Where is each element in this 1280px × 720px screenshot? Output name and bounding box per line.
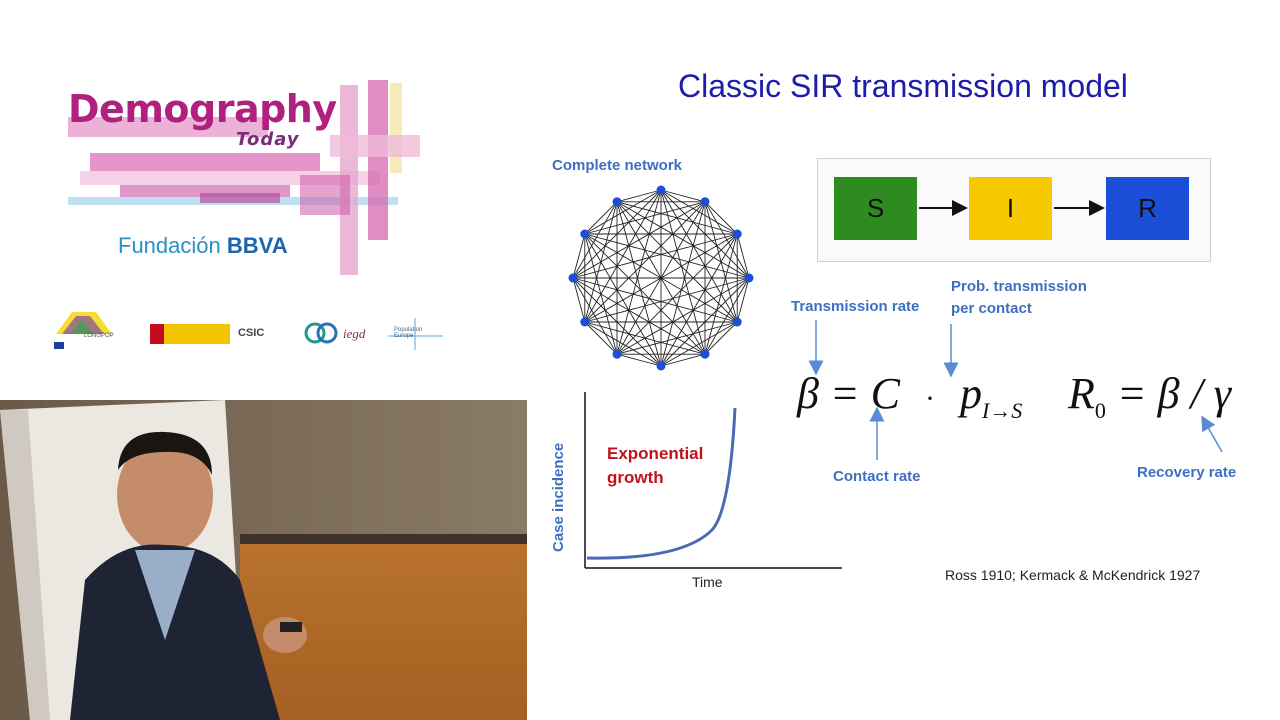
slide-title: Classic SIR transmission model [678, 68, 1128, 104]
state-s-box: S [834, 177, 917, 240]
network-edge [572, 277, 706, 355]
network-node [700, 197, 710, 207]
iegd-label: iegd [343, 326, 366, 341]
annotation-line1: Exponential [607, 444, 704, 463]
presenter-video [0, 400, 527, 720]
demography-today-logo: Demography Today Fundación BBVA [60, 75, 430, 285]
network-edge [704, 201, 738, 235]
network-edge [572, 201, 618, 279]
complete-network-label: Complete network [552, 157, 683, 174]
longpop-label: LONGPOP [84, 333, 114, 339]
beta-lhs: β = C [797, 369, 900, 418]
growth-plot: Case incidence Time Exponential growth [550, 392, 847, 592]
network-edge [616, 201, 662, 367]
prob-transmission-label: Prob. transmission per contact [951, 276, 1087, 320]
exponential-growth-annotation: Exponential growth [607, 442, 703, 490]
network-edge [616, 353, 662, 367]
network-edge [616, 201, 706, 355]
citation: Ross 1910; Kermack & McKendrick 1927 [945, 567, 1201, 583]
network-edge [572, 277, 586, 323]
r0-rhs: = β / γ [1116, 369, 1232, 418]
network-edge [660, 201, 706, 367]
spain-gov-logo [150, 324, 230, 344]
y-axis-label: Case incidence [550, 442, 567, 552]
complete-network-diagram [568, 185, 754, 371]
recovery-rate-label: Recovery rate [1137, 464, 1237, 481]
network-edge [616, 201, 750, 279]
state-r-box: R [1106, 177, 1189, 240]
p-symbol: p [959, 369, 982, 418]
network-node [732, 229, 742, 239]
growth-curve [586, 407, 737, 560]
sir-arrows [919, 200, 1105, 216]
network-edge [616, 201, 738, 323]
network-edge [660, 189, 706, 203]
prob-transmission-line2: per contact [951, 300, 1032, 317]
network-edge [736, 277, 750, 323]
logo-title: Demography [68, 87, 337, 131]
network-edge [584, 233, 706, 355]
foundation-prefix: Fundación [118, 233, 221, 258]
network-edge [736, 233, 750, 279]
r0-symbol: R [1068, 369, 1095, 418]
r0-equation: R0 = β / γ [1068, 368, 1231, 424]
network-edge [584, 233, 750, 279]
network-edge [616, 201, 738, 235]
network-edge [616, 189, 662, 203]
network-node [568, 273, 578, 283]
multiply-dot: · [924, 382, 935, 415]
annotation-line2: growth [607, 468, 664, 487]
r0-subscript: 0 [1094, 397, 1106, 423]
network-edge [584, 321, 662, 367]
iegd-logo: iegd [303, 320, 373, 348]
network-edge [660, 189, 706, 355]
foundation-name: Fundación BBVA [118, 233, 288, 259]
beta-equation: β = C · pI→S [797, 368, 1022, 424]
network-node [656, 361, 666, 371]
state-i-box: I [969, 177, 1052, 240]
prob-transmission-line1: Prob. transmission [951, 278, 1087, 295]
population-europe-label: Population Europe [394, 327, 423, 339]
network-node [612, 197, 622, 207]
p-subscript: I→S [981, 397, 1023, 423]
network-edge [584, 201, 618, 235]
network-edge [584, 277, 750, 323]
logo-subtitle: Today [236, 129, 300, 150]
network-edge [616, 233, 738, 355]
network-edge [660, 353, 706, 367]
network-node [744, 273, 754, 283]
network-node [732, 317, 742, 327]
network-edge [616, 189, 662, 355]
network-node [656, 185, 666, 195]
network-edge [584, 201, 618, 323]
logo-graphic [68, 80, 420, 275]
network-edge [572, 277, 738, 323]
network-edge [584, 321, 618, 355]
network-edge [584, 233, 618, 355]
label-arrows [808, 320, 1223, 460]
foundation-brand: BBVA [226, 233, 288, 258]
population-europe-logo: Population Europe [388, 318, 443, 350]
transmission-rate-label: Transmission rate [791, 298, 920, 315]
network-node [700, 349, 710, 359]
sir-diagram: S I R [817, 158, 1211, 262]
network-edge [572, 233, 738, 279]
network-node [580, 229, 590, 239]
csic-logo: CSIC [238, 327, 265, 339]
network-node [612, 349, 622, 359]
x-axis-label: Time [692, 574, 723, 590]
network-edge [572, 277, 618, 355]
network-edge [584, 201, 706, 323]
contact-rate-label: Contact rate [833, 468, 921, 485]
network-edge [584, 233, 662, 367]
longpop-logo: LONGPOP [52, 308, 116, 350]
network-edge [704, 321, 738, 355]
network-edge [572, 233, 586, 279]
network-node [580, 317, 590, 327]
